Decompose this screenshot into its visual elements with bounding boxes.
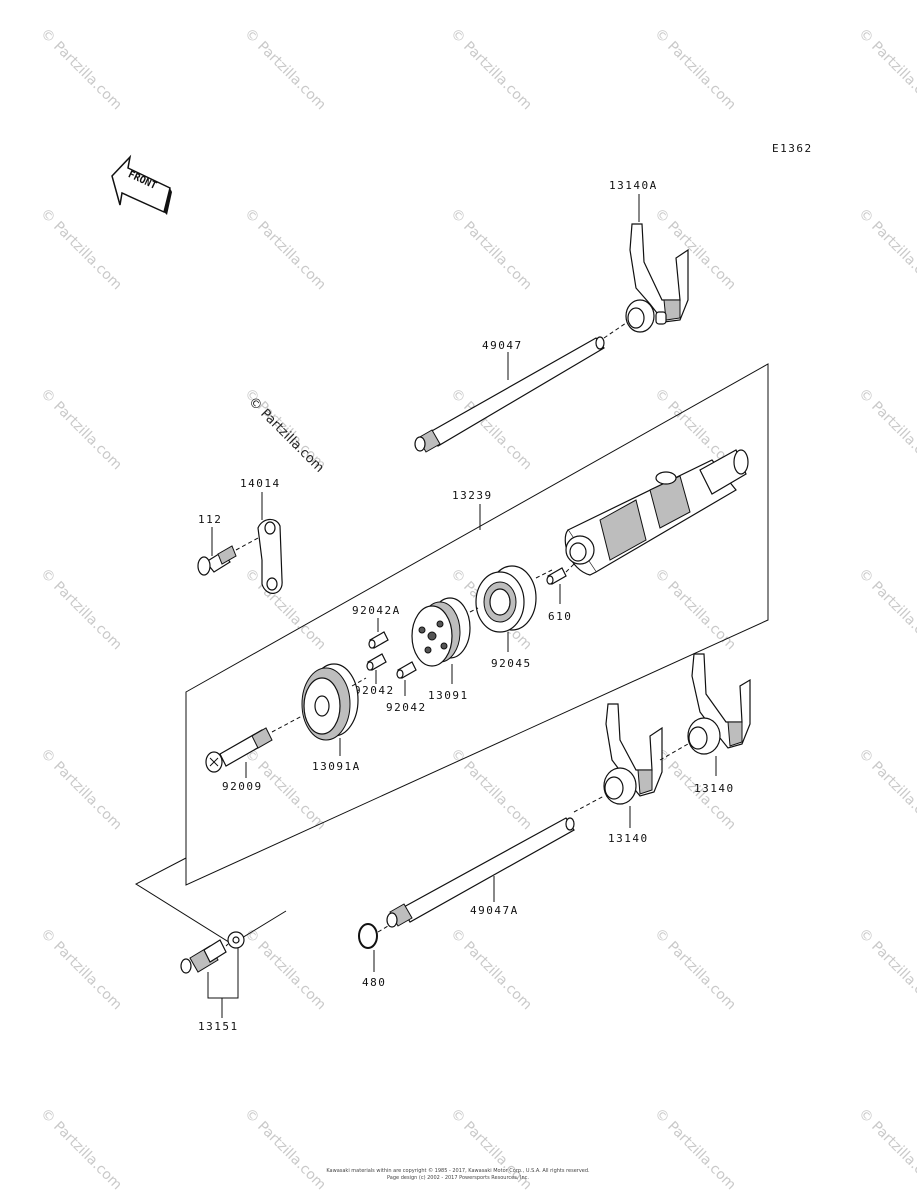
shift-rod-49047 (414, 336, 605, 453)
shift-fork-13140a (625, 223, 689, 333)
label-92009: 92009 (222, 780, 263, 793)
label-92042-2: 92042 (386, 701, 427, 714)
front-arrow-icon: FRONT (111, 154, 172, 215)
pin-610 (546, 567, 567, 585)
watermark: © Partzilla.com (241, 566, 329, 654)
watermark: © Partzilla.com (855, 206, 917, 294)
watermark: © Partzilla.com (447, 206, 535, 294)
shift-drum-13239 (564, 449, 749, 576)
watermark: © Partzilla.com (241, 26, 329, 114)
watermark: © Partzilla.com (37, 206, 125, 294)
center-watermark: © Partzilla.com (245, 394, 327, 476)
neutral-switch-13151 (180, 931, 245, 974)
watermark: © Partzilla.com (37, 26, 125, 114)
watermark: © Partzilla.com (37, 386, 125, 474)
watermark: © Partzilla.com (855, 566, 917, 654)
plate-14014 (257, 518, 283, 594)
label-92042a: 92042A (352, 604, 401, 617)
pin-92042-2 (396, 661, 417, 679)
label-112: 112 (198, 513, 222, 526)
shift-fork-13140-left (603, 703, 663, 805)
watermark: © Partzilla.com (651, 566, 739, 654)
watermark: © Partzilla.com (855, 386, 917, 474)
watermark: © Partzilla.com (855, 1106, 917, 1194)
assembly-box (185, 363, 769, 886)
footer-design: Page design (c) 2002 - 2017 Powersports … (387, 1175, 529, 1181)
footer-copyright: Kawasaki materials within are copyright … (326, 1167, 590, 1174)
pin-holder-13091 (411, 597, 471, 667)
label-13239: 13239 (452, 489, 493, 502)
lower-leader (134, 857, 287, 945)
watermark: © Partzilla.com (241, 926, 329, 1014)
watermark: © Partzilla.com (241, 206, 329, 294)
watermark: © Partzilla.com (241, 1106, 329, 1194)
shift-rod-49047a (386, 817, 575, 928)
circlip-480 (358, 923, 378, 949)
label-13140-2: 13140 (694, 782, 735, 795)
label-49047: 49047 (482, 339, 523, 352)
watermark: © Partzilla.com (447, 926, 535, 1014)
label-49047a: 49047A (470, 904, 519, 917)
label-13140a: 13140A (609, 179, 658, 192)
watermark: © Partzilla.com (651, 926, 739, 1014)
label-92045: 92045 (491, 657, 532, 670)
watermark: © Partzilla.com (855, 26, 917, 114)
label-13140-1: 13140 (608, 832, 649, 845)
diagram-code: E1362 (772, 142, 813, 155)
watermark: © Partzilla.com (855, 926, 917, 1014)
label-13091: 13091 (428, 689, 469, 702)
watermark: © Partzilla.com (651, 26, 739, 114)
drum-cover-13091a (301, 663, 359, 741)
watermark: © Partzilla.com (37, 1106, 125, 1194)
label-13151: 13151 (198, 1020, 239, 1033)
watermark: © Partzilla.com (855, 746, 917, 834)
watermark: © Partzilla.com (651, 206, 739, 294)
watermark: © Partzilla.com (37, 926, 125, 1014)
watermark: © Partzilla.com (37, 566, 125, 654)
shift-fork-13140-right (687, 653, 751, 755)
label-14014: 14014 (240, 477, 281, 490)
label-13091a: 13091A (312, 760, 361, 773)
watermark: © Partzilla.com (651, 1106, 739, 1194)
watermark: © Partzilla.com (447, 26, 535, 114)
watermark: © Partzilla.com (447, 746, 535, 834)
watermark: © Partzilla.com (37, 746, 125, 834)
pin-92042a (368, 631, 389, 649)
label-610: 610 (548, 610, 572, 623)
label-480: 480 (362, 976, 386, 989)
label-92042-1: 92042 (354, 684, 395, 697)
bolt-112 (197, 545, 237, 576)
pin-92042-1 (366, 653, 387, 671)
bearing-92045 (475, 565, 537, 633)
screw-92009 (205, 727, 273, 773)
